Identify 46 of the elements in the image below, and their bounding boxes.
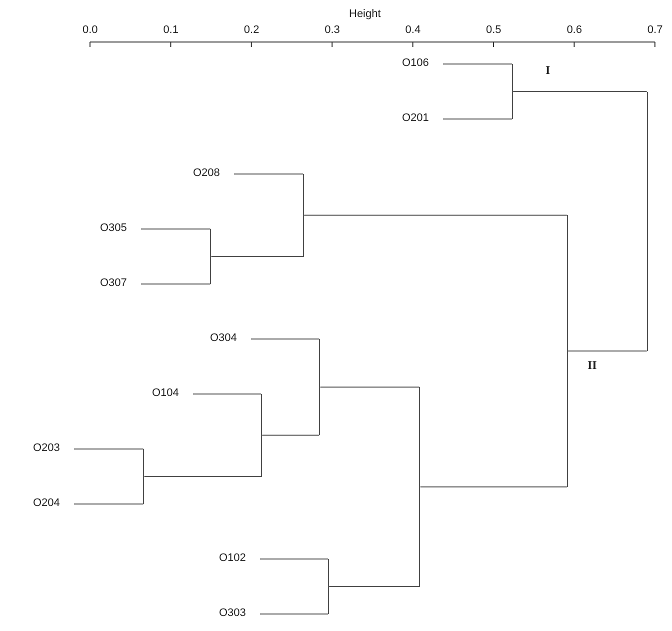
junction-line [566,215,568,487]
tick-label: 0.0 [82,24,98,37]
branch-line [144,476,262,477]
branch-line [328,586,420,587]
junction-line [328,559,330,614]
leaf-label: O303 [219,607,246,620]
branch-line [260,558,329,560]
branch-line [304,214,568,216]
axis-title: Height [349,8,381,21]
branch-line [262,434,320,436]
tick-label: 0.3 [324,24,340,37]
leaf-label: O102 [219,552,246,565]
leaf-label: O201 [402,112,429,125]
leaf-label: O305 [100,222,127,235]
junction-line [261,394,262,476]
tick-label: 0.4 [405,24,421,37]
branch-line [420,486,568,488]
tick-label: 0.7 [647,24,663,37]
leaf-label: O203 [33,442,60,455]
branch-line [320,386,420,388]
cluster-label: I [546,64,550,77]
branch-line [74,448,144,450]
branch-line [442,118,513,120]
branch-line [567,350,648,352]
tick-label: 0.5 [486,24,502,37]
leaf-label: O208 [193,167,220,180]
branch-line [512,91,648,92]
junction-line [512,64,514,119]
leaf-label: O104 [152,387,179,400]
junction-line [319,339,320,436]
leaf-label: O204 [33,497,60,510]
junction-line [646,92,648,352]
leaf-label: O304 [210,332,237,345]
leaf-label: O106 [402,57,429,70]
tick-label: 0.2 [244,24,260,37]
junction-line [143,449,144,504]
branch-line [210,256,304,257]
leaf-label: O307 [100,277,127,290]
branch-line [250,338,320,340]
junction-line [303,174,304,256]
tick-label: 0.6 [566,24,582,37]
junction-line [210,229,212,284]
tick-label: 0.1 [163,24,178,37]
branch-line [140,228,211,230]
cluster-label: II [588,359,597,372]
junction-line [419,387,420,586]
